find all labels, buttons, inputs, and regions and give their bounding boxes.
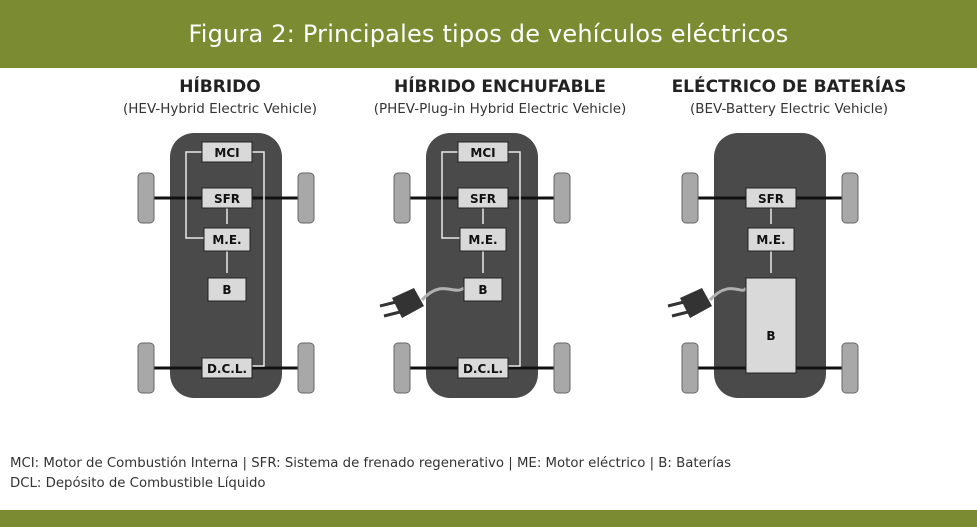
box-mci-label: MCI [470,146,495,160]
box-dcl-label: D.C.L. [463,362,503,376]
box-b-label: B [478,283,487,297]
column-subtitle-hev: (HEV-Hybrid Electric Vehicle) [123,101,317,117]
column-subtitle-phev: (PHEV-Plug-in Hybrid Electric Vehicle) [373,101,627,117]
link-mci-me [185,151,206,239]
diagram-hev: MCI SFR M.E. B D.C.L. [137,133,315,398]
box-b [463,277,503,302]
wheel-rear-left [393,342,411,394]
wheel-rear-right [553,342,571,394]
plug-icon [667,286,748,318]
column-hev: HÍBRIDO (HEV-Hybrid Electric Vehicle) [65,74,375,118]
plug-icon [379,286,465,318]
column-title-phev: HÍBRIDO ENCHUFABLE [394,77,606,97]
footer-bar [0,510,977,527]
box-sfr [745,187,797,209]
column-title-hev: HÍBRIDO [179,77,261,97]
box-sfr [201,187,253,209]
figure-header: Figura 2: Principales tipos de vehículos… [0,0,977,68]
column-title-bev: ELÉCTRICO DE BATERÍAS [671,77,907,97]
wheel-front-right [553,172,571,224]
wheel-rear-right [841,342,859,394]
legend-line-1: MCI: Motor de Combustión Interna | SFR: … [10,456,732,471]
link-mci-me [441,151,462,239]
wheel-front-right [297,172,315,224]
wheel-rear-left [681,342,699,394]
legend-line-2: DCL: Depósito de Combustible Líquido [10,476,266,491]
link-mci-dcl [502,151,521,367]
box-mci [201,141,253,163]
column-bev: ELÉCTRICO DE BATERÍAS (BEV-Battery Elect… [634,74,944,118]
diagram-bev: SFR M.E. B [667,133,859,398]
box-me-label: M.E. [212,233,241,247]
column-subtitle-bev: (BEV-Battery Electric Vehicle) [689,101,888,117]
box-me [203,227,251,252]
diagram-phev: MCI SFR M.E. B D.C.L. [379,133,571,398]
box-mci [457,141,509,163]
box-sfr-label: SFR [214,192,240,206]
wheel-rear-left [137,342,155,394]
box-me-label: M.E. [756,233,785,247]
box-dcl-label: D.C.L. [207,362,247,376]
wheel-front-left [137,172,155,224]
box-sfr-label: SFR [470,192,496,206]
wheel-front-right [841,172,859,224]
legend: MCI: Motor de Combustión Interna | SFR: … [10,454,731,494]
box-dcl [457,357,509,379]
box-dcl [201,357,253,379]
box-mci-label: MCI [214,146,239,160]
wheel-front-left [681,172,699,224]
wheel-front-left [393,172,411,224]
box-me-label: M.E. [468,233,497,247]
box-me [747,227,795,252]
box-sfr-label: SFR [758,192,784,206]
link-mci-dcl [246,151,265,367]
box-b-label: B [766,329,775,343]
figure-title: Figura 2: Principales tipos de vehículos… [188,20,789,48]
box-b [207,277,247,302]
box-b [745,277,797,374]
wheel-rear-right [297,342,315,394]
box-sfr [457,187,509,209]
box-me [459,227,507,252]
box-b-label: B [222,283,231,297]
column-phev: HÍBRIDO ENCHUFABLE (PHEV-Plug-in Hybrid … [345,74,655,118]
